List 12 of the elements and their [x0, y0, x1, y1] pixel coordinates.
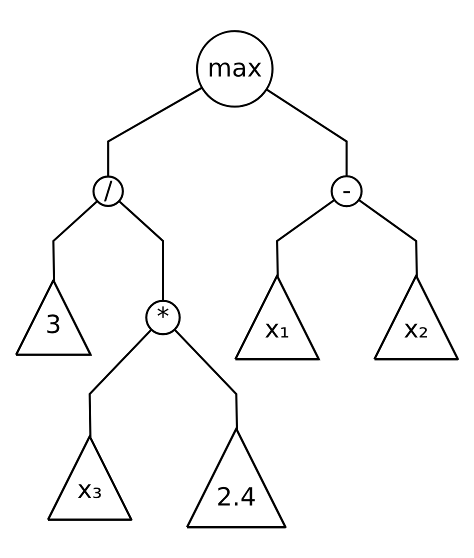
connector [107, 86, 203, 176]
connector [358, 198, 418, 276]
connector [118, 200, 164, 301]
node-circle: * [145, 300, 181, 336]
node-circle: max [196, 30, 274, 108]
connector [52, 200, 98, 281]
connector [174, 328, 238, 430]
connector [276, 198, 336, 276]
node-circle: / [92, 175, 124, 207]
connector [266, 88, 348, 176]
node-circle: - [330, 175, 363, 208]
connector [88, 328, 152, 437]
